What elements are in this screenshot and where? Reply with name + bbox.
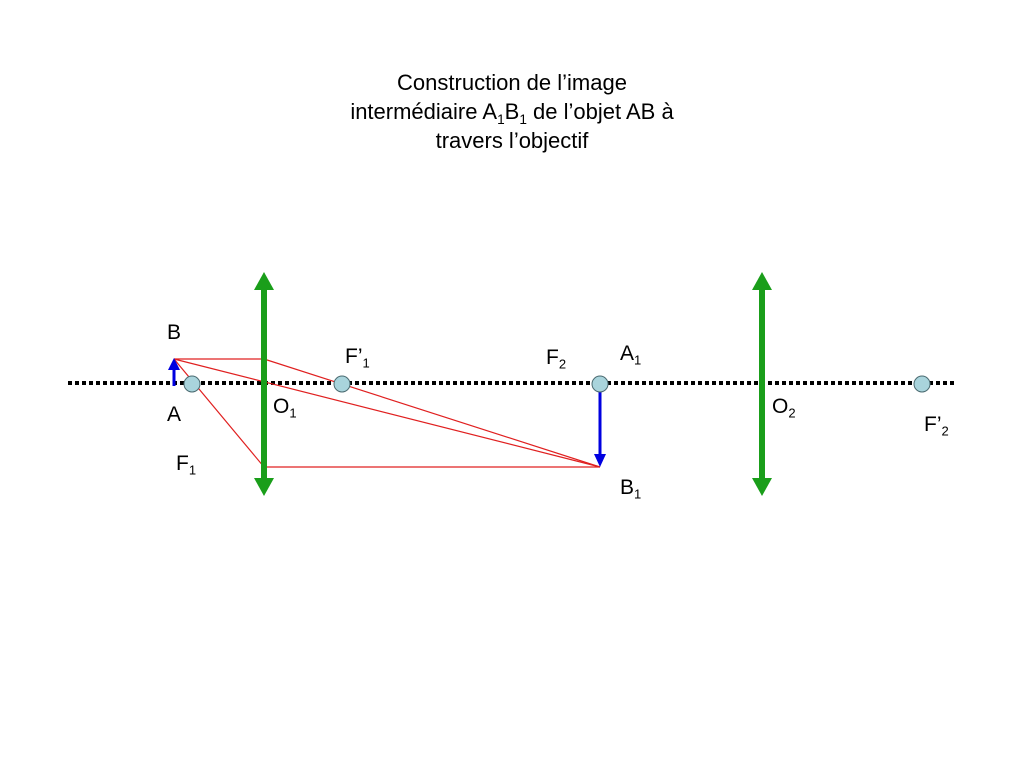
ray-refracted-through-f1prime (263, 358, 601, 468)
point-f1prime (333, 375, 351, 393)
label-f2: F2 (546, 346, 567, 372)
label-f1: F1 (176, 452, 197, 478)
point-f2 (591, 375, 609, 393)
label-f1prime: F’1 (345, 345, 370, 371)
title-line-2: intermédiaire A1B1 de l’objet AB à (350, 99, 674, 127)
diagram-title: Construction de l’image intermédiaire A1… (312, 68, 712, 155)
ray-through-f1 (173, 358, 265, 468)
lens-objective (254, 272, 274, 496)
label-b1: B1 (620, 476, 642, 502)
lens-eyepiece (752, 272, 772, 496)
ray-through-optical-center (173, 358, 601, 468)
title-line-3: travers l’objectif (435, 128, 589, 153)
focal-points (183, 375, 931, 393)
title-line-1: Construction de l’image (397, 70, 627, 95)
label-a: A (167, 403, 182, 426)
label-b: B (167, 321, 182, 344)
label-a1: A1 (620, 342, 642, 368)
construction-rays (173, 358, 601, 468)
image-arrow-a1b1 (594, 383, 606, 467)
object-arrow-ab (168, 358, 180, 386)
label-o1: O1 (273, 395, 297, 421)
label-f2prime: F’2 (924, 413, 949, 439)
point-f2prime (913, 375, 931, 393)
point-f1 (183, 375, 201, 393)
label-o2: O2 (772, 395, 796, 421)
